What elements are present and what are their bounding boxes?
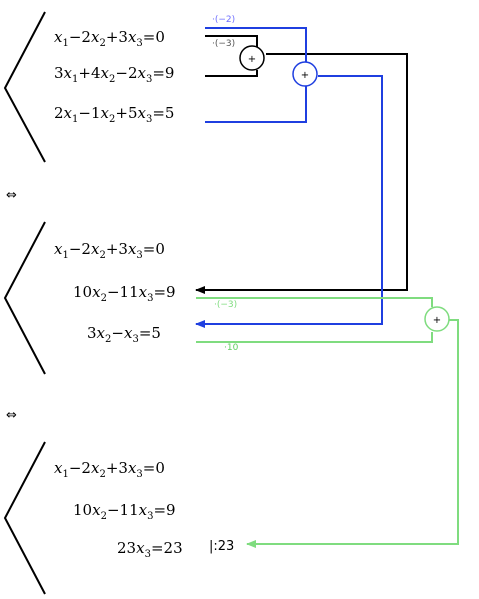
blue-multiplier-label: ·(−2) bbox=[212, 15, 236, 25]
division-note: |:23 bbox=[209, 539, 235, 554]
green-plus-node: + bbox=[424, 306, 450, 332]
green-multiplier-a-label: ·(−3) bbox=[214, 300, 238, 310]
black-connector-row2 bbox=[205, 70, 258, 77]
black-plus-node: + bbox=[239, 45, 265, 71]
green-connector-row2 bbox=[196, 297, 433, 307]
svg-text:+: + bbox=[433, 315, 441, 326]
black-connector-row1 bbox=[205, 35, 258, 47]
svg-text:+: + bbox=[301, 70, 309, 81]
blue-connector-row1 bbox=[205, 27, 307, 62]
system-bracket-3 bbox=[3, 441, 46, 595]
equation: 3x1+4x2−2x3=9 bbox=[54, 64, 175, 85]
equation: x1−2x2+3x3=0 bbox=[54, 459, 165, 480]
equation: 2x1−1x2+5x3=5 bbox=[54, 104, 175, 125]
green-result-arrow bbox=[246, 319, 459, 548]
black-result-arrow bbox=[195, 53, 408, 294]
equation: 23x3=23 bbox=[117, 539, 183, 560]
blue-result-arrow bbox=[195, 75, 383, 328]
equation: 10x2−11x3=9 bbox=[73, 283, 176, 304]
blue-connector-row3 bbox=[205, 86, 307, 123]
svg-text:+: + bbox=[248, 54, 256, 65]
equation: 3x2−x3=5 bbox=[87, 324, 161, 345]
black-multiplier-label: ·(−3) bbox=[212, 39, 236, 49]
equation: x1−2x2+3x3=0 bbox=[54, 240, 165, 261]
green-multiplier-b-label: ·10 bbox=[224, 343, 239, 353]
equivalence-symbol-1: ⇔ bbox=[6, 188, 17, 203]
blue-plus-node: + bbox=[292, 61, 318, 87]
system-bracket-2 bbox=[3, 221, 46, 375]
equation: 10x2−11x3=9 bbox=[73, 501, 176, 522]
system-bracket-1 bbox=[3, 11, 46, 163]
equation: x1−2x2+3x3=0 bbox=[54, 28, 165, 49]
green-connector-row3 bbox=[196, 332, 433, 343]
equivalence-symbol-2: ⇔ bbox=[6, 408, 17, 423]
